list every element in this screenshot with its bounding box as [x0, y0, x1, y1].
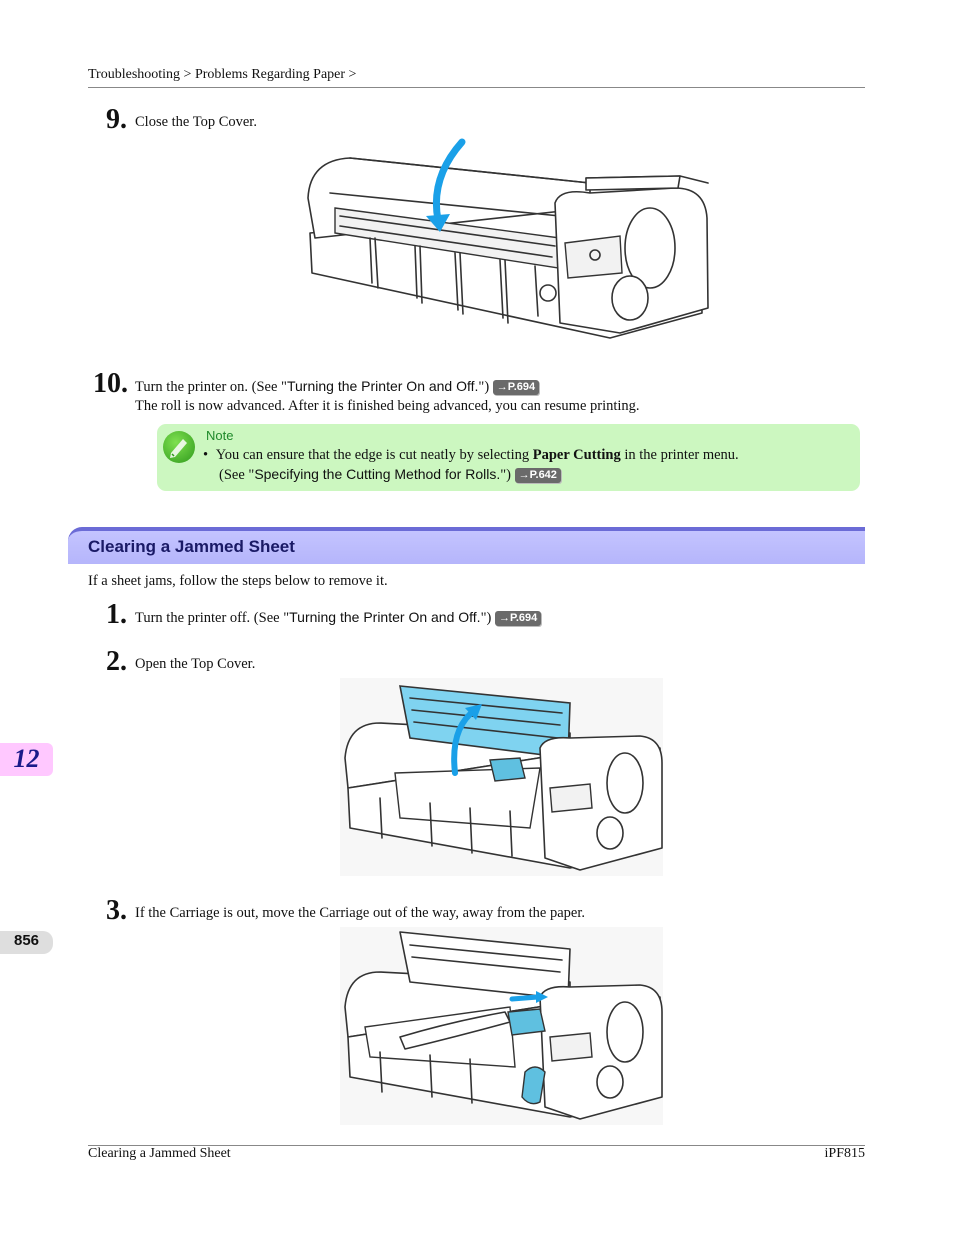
step-text-3: If the Carriage is out, move the Carriag… [135, 905, 586, 921]
step-number-2: 2. [106, 646, 127, 677]
chapter-number[interactable]: 12 [13, 744, 40, 773]
page-ref-button[interactable]: →P.642 [514, 468, 561, 483]
page-ref-button[interactable]: →P.694 [492, 380, 540, 395]
step-text-2: Open the Top Cover. [135, 656, 256, 672]
header-rule [88, 87, 865, 88]
section-intro: If a sheet jams, follow the steps below … [88, 573, 388, 589]
section-title: Clearing a Jammed Sheet [88, 537, 295, 556]
note-label: Note [206, 428, 234, 443]
step-text-10: Turn the printer on. (See "Turning the P… [135, 377, 540, 397]
printer-open-cover-illustration [340, 678, 663, 876]
page-number: 856 [13, 932, 40, 949]
step-number-3: 3. [106, 895, 127, 926]
footer-section-title: Clearing a Jammed Sheet [88, 1146, 231, 1161]
step-number-9: 9. [106, 104, 127, 135]
link-cutting-method[interactable]: Specifying the Cutting Method for Rolls. [254, 466, 501, 482]
step-number-10: 10. [93, 368, 128, 399]
page-ref-button[interactable]: →P.694 [494, 611, 542, 626]
step-text-1: Turn the printer off. (See "Turning the … [135, 608, 542, 628]
breadcrumb[interactable]: Troubleshooting > Problems Regarding Pap… [88, 67, 357, 82]
link-turning-printer-on-off[interactable]: Turning the Printer On and Off. [286, 378, 479, 394]
printer-close-cover-illustration [307, 138, 709, 339]
step-text-10-line2: The roll is now advanced. After it is fi… [135, 398, 640, 414]
section-header-bar [68, 527, 865, 564]
page-number-tab [0, 931, 53, 954]
footer-model-name: iPF815 [824, 1146, 865, 1161]
footer-rule [88, 1145, 865, 1146]
link-turning-printer-on-off[interactable]: Turning the Printer On and Off. [289, 609, 481, 625]
note-text-line2: (See "Specifying the Cutting Method for … [219, 466, 561, 484]
step-text-9: Close the Top Cover. [135, 114, 257, 130]
note-pencil-icon [163, 431, 195, 463]
note-box [157, 424, 860, 491]
note-text-line1: • You can ensure that the edge is cut ne… [203, 447, 739, 463]
printer-move-carriage-illustration [340, 927, 663, 1125]
chapter-tab[interactable] [0, 743, 53, 776]
step-number-1: 1. [106, 599, 127, 630]
